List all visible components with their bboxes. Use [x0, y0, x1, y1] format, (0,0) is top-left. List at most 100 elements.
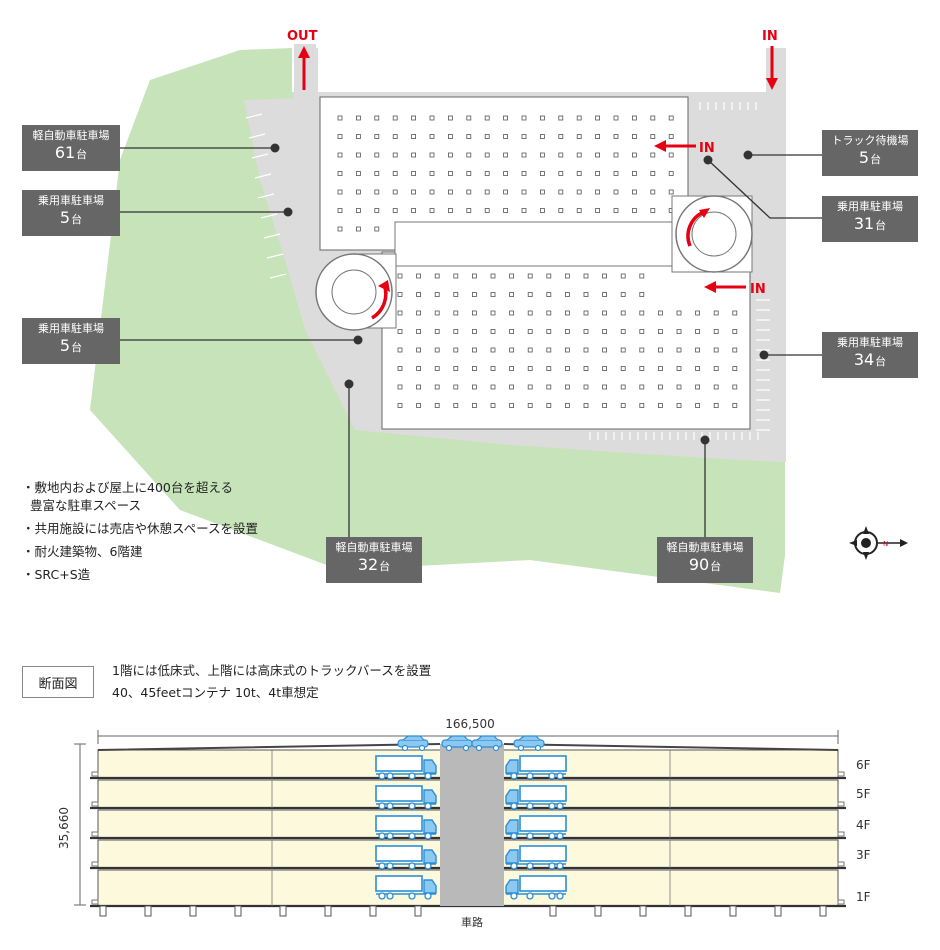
column-dot	[521, 208, 527, 213]
column-dot	[509, 310, 515, 316]
column-dot	[447, 189, 453, 195]
column-dot	[434, 347, 440, 353]
column-dot	[471, 310, 477, 316]
callout-title: 軽自動車駐車場	[32, 129, 110, 142]
truck-icon	[375, 815, 437, 840]
column-dot	[447, 134, 453, 139]
column-dot	[397, 384, 403, 390]
column-dot	[397, 273, 403, 279]
column-dot	[658, 366, 663, 371]
column-dot	[658, 384, 663, 390]
column-dot	[658, 347, 663, 353]
column-dot	[490, 292, 496, 297]
column-dot	[471, 292, 477, 297]
column-dot	[713, 366, 719, 371]
column-dot	[546, 273, 552, 279]
column-dot	[355, 152, 361, 158]
callout-title: トラック待機場	[831, 134, 909, 147]
column-dot	[429, 152, 435, 158]
column-dot	[658, 329, 663, 334]
central-driveway	[440, 744, 504, 906]
column-dot	[397, 347, 403, 353]
column-dot	[558, 134, 564, 139]
column-dot	[471, 329, 477, 334]
trucks	[375, 755, 567, 900]
column-dot	[416, 366, 422, 371]
column-dot	[397, 292, 403, 297]
column-dot	[521, 171, 527, 176]
leader-lines	[120, 147, 822, 540]
site-plan: OUT IN IN IN N	[90, 29, 908, 593]
column-dot	[713, 310, 719, 316]
column-dot	[434, 310, 440, 316]
column-dot	[632, 171, 637, 176]
column-dot	[546, 403, 552, 408]
column-dot	[434, 273, 440, 279]
column-dot	[658, 310, 663, 316]
column-dot	[521, 134, 527, 139]
column-dot	[613, 152, 619, 158]
callout-unit: 台	[875, 219, 887, 232]
column-dot	[613, 134, 619, 139]
column-dot	[429, 189, 435, 195]
column-dot	[676, 384, 682, 390]
column-dot	[595, 208, 600, 213]
column-dot	[650, 134, 656, 139]
callout-unit: 台	[71, 341, 83, 354]
column-dot	[583, 366, 589, 371]
callout-car-31: 乗用車駐車場 31台	[822, 196, 918, 242]
column-dot	[620, 273, 626, 279]
column-dot	[565, 366, 570, 371]
column-dot	[668, 152, 674, 158]
column-dot	[374, 171, 380, 176]
callout-count: 5	[858, 148, 870, 167]
column-dot	[558, 208, 564, 213]
column-dot	[713, 403, 719, 408]
traffic-arrows	[298, 46, 778, 293]
column-dot	[565, 347, 570, 353]
column-dot	[453, 347, 459, 353]
callout-title: 乗用車駐車場	[38, 194, 104, 207]
column-dot	[337, 115, 343, 121]
floor-label-6f: 6F	[856, 758, 871, 772]
callout-car-5-a: 乗用車駐車場 5台	[22, 190, 120, 236]
column-dot	[695, 329, 700, 334]
column-dot	[602, 273, 607, 279]
column-dot	[713, 329, 719, 334]
column-dot	[521, 189, 527, 195]
column-dot	[650, 189, 656, 195]
column-dot	[583, 292, 589, 297]
in-label-mid: IN	[699, 141, 715, 156]
column-dot	[509, 366, 515, 371]
column-dot	[416, 384, 422, 390]
column-dot	[411, 171, 417, 176]
column-dot	[453, 292, 459, 297]
column-dot	[484, 115, 490, 121]
column-dot	[632, 115, 637, 121]
column-dot	[602, 347, 607, 353]
pile	[99, 905, 107, 917]
pile	[549, 905, 557, 917]
column-dot	[471, 347, 477, 353]
column-dot	[503, 134, 509, 139]
column-dot	[509, 329, 515, 334]
truck-icon	[505, 845, 567, 870]
column-dot	[453, 384, 459, 390]
ramp-strip	[394, 221, 686, 267]
callout-title: 乗用車駐車場	[837, 336, 903, 349]
column-dot	[521, 152, 527, 158]
column-dot	[650, 152, 656, 158]
column-dot	[558, 189, 564, 195]
column-dot	[484, 134, 490, 139]
column-dot	[429, 115, 435, 121]
column-dot	[490, 310, 496, 316]
callout-count: 61	[54, 143, 76, 162]
column-dot	[613, 208, 619, 213]
column-dot	[397, 366, 403, 371]
column-dot	[374, 115, 380, 121]
column-dot	[668, 134, 674, 139]
callout-unit: 台	[870, 153, 882, 166]
column-dot	[602, 366, 607, 371]
column-dot	[676, 403, 682, 408]
column-dot	[695, 403, 700, 408]
